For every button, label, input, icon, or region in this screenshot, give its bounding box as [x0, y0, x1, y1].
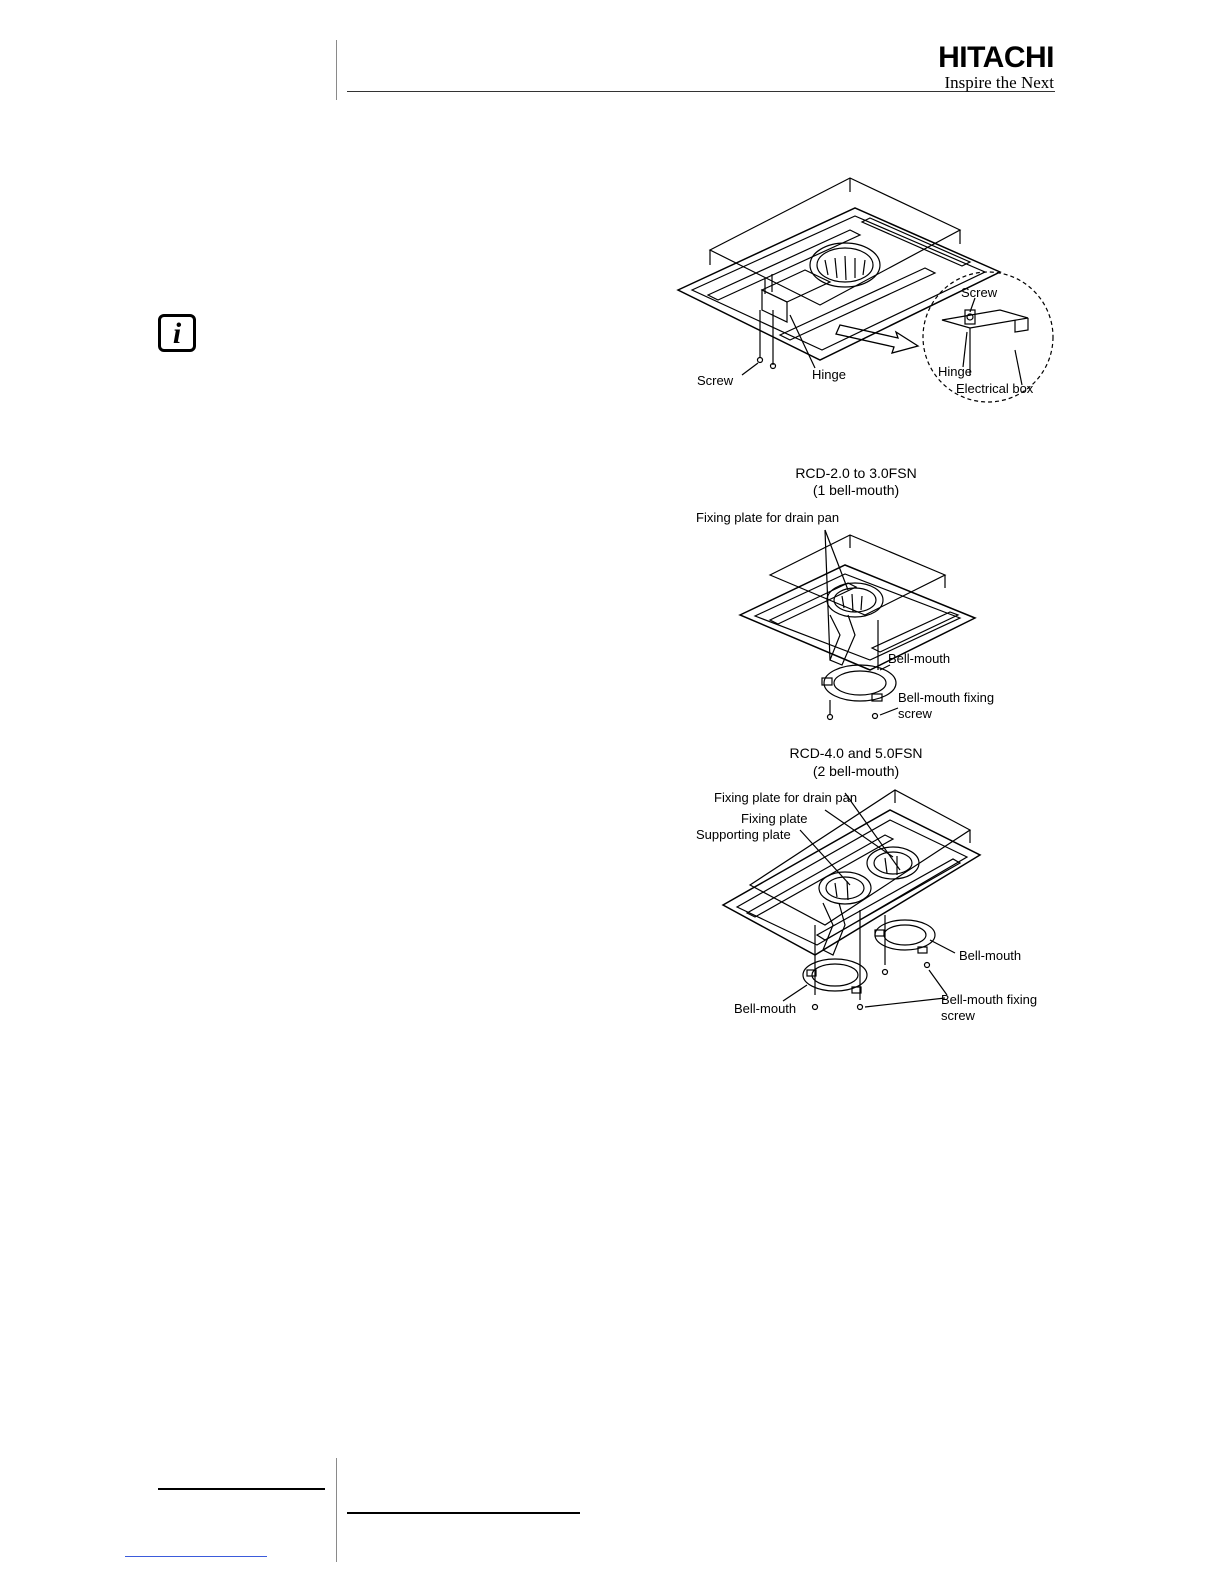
caption-two-bellmouth-count: (2 bell-mouth) — [736, 763, 976, 780]
footer-rule-left — [158, 1488, 325, 1490]
label-fixing-screw-line1: Bell-mouth fixing — [898, 690, 994, 705]
footer-link-underline[interactable] — [125, 1556, 267, 1557]
label-fixing-screw-2-line1: Bell-mouth fixing — [941, 992, 1037, 1007]
label-bell-mouth-left: Bell-mouth — [734, 1001, 796, 1016]
brand-logo: HITACHI Inspire the Next — [938, 44, 1054, 92]
information-icon: i — [158, 314, 196, 352]
label-screw-detail: Screw — [961, 285, 997, 300]
brand-tagline: Inspire the Next — [938, 74, 1054, 92]
label-electrical-box: Electrical box — [956, 381, 1033, 396]
label-bell-mouth-right: Bell-mouth — [959, 948, 1021, 963]
footer-vertical-rule — [336, 1458, 337, 1562]
label-fixing-screw-line2: screw — [898, 706, 932, 721]
figure-two-bellmouth-drawing — [715, 785, 1045, 1025]
label-bell-mouth: Bell-mouth — [888, 651, 950, 666]
brand-name: HITACHI — [938, 44, 1054, 72]
footer-rule-right — [347, 1512, 580, 1514]
label-hinge-detail: Hinge — [938, 364, 972, 379]
caption-two-bellmouth-model: RCD-4.0 and 5.0FSN — [736, 745, 976, 762]
caption-one-bellmouth-model: RCD-2.0 to 3.0FSN — [736, 465, 976, 482]
label-fixing-screw-2-line2: screw — [941, 1008, 975, 1023]
label-screw-left: Screw — [697, 373, 733, 388]
header-vertical-rule — [336, 40, 337, 100]
label-hinge-main: Hinge — [812, 367, 846, 382]
caption-one-bellmouth-count: (1 bell-mouth) — [736, 482, 976, 499]
